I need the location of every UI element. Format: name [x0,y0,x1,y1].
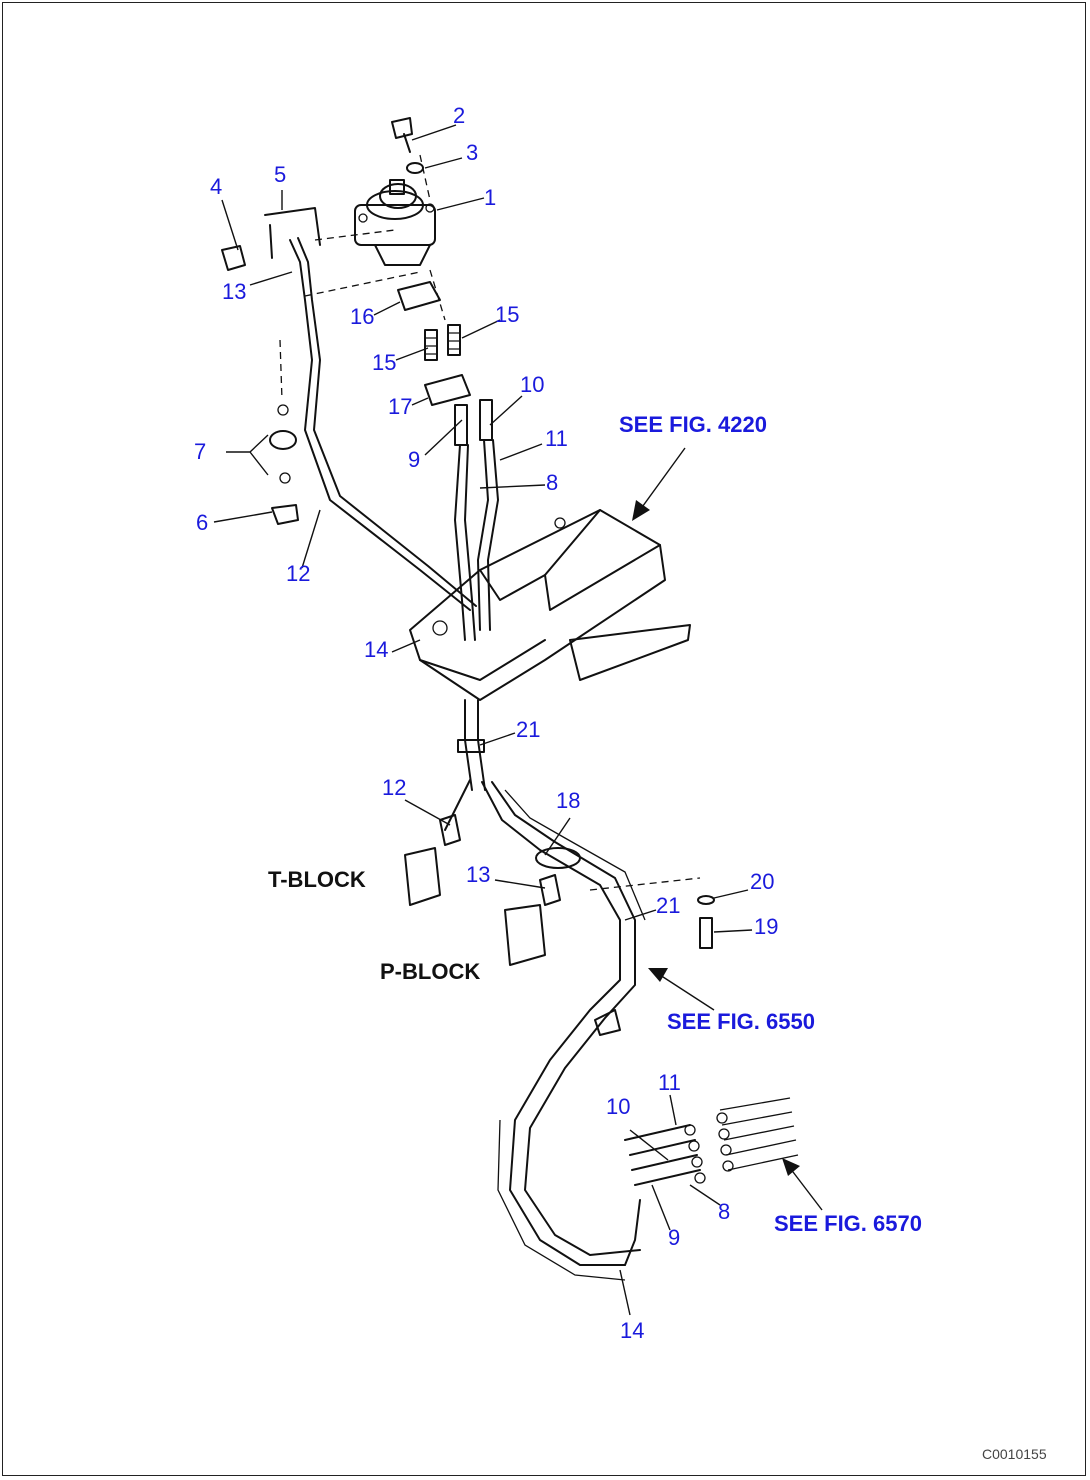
callout-6: 6 [196,510,208,535]
plug [271,504,299,525]
nipple [269,430,297,450]
hose-bundle-lower [439,699,706,1281]
washer-20 [697,895,715,905]
leader-lines [213,124,753,1316]
callout-21-top: 21 [516,717,540,742]
callout-9-top: 9 [408,447,420,472]
callout-10-bottom: 10 [606,1094,630,1119]
callout-10-top: 10 [520,372,544,397]
p-block-part [504,904,546,966]
callout-3: 3 [466,140,478,165]
callout-19: 19 [754,914,778,939]
plate-16 [397,281,441,311]
callout-5: 5 [274,162,286,187]
t-block-part [404,847,441,906]
callouts: 2 3 1 4 5 13 16 15 15 17 10 9 11 8 7 6 1… [194,103,778,1343]
callout-14-bottom: 14 [620,1318,644,1343]
callout-4: 4 [210,174,222,199]
bolt-19 [699,917,713,949]
fittings-15 [424,324,461,361]
callout-7: 7 [194,439,206,464]
console-box [409,509,691,701]
p-block-label: P-BLOCK [380,959,480,984]
callout-2: 2 [453,103,465,128]
bracket-left [269,224,273,259]
callout-14-top: 14 [364,637,388,662]
callout-11-bottom: 11 [658,1070,681,1095]
callout-9-bottom: 9 [668,1225,680,1250]
callout-18: 18 [556,788,580,813]
callout-16: 16 [350,304,374,329]
callout-21-bottom: 21 [656,893,680,918]
callout-20: 20 [750,869,774,894]
callout-15-right: 15 [495,302,519,327]
bracket-outline [264,207,321,246]
hose-bundle-upper [454,399,499,641]
plate-17 [424,374,471,406]
callout-8-bottom: 8 [718,1199,730,1224]
ref-fig-4220: SEE FIG. 4220 [619,412,767,437]
reference-arrows [632,447,823,1211]
callout-12-bottom: 12 [382,775,406,800]
callout-1: 1 [484,185,496,210]
figure-id: C0010155 [982,1446,1047,1462]
clamp [221,245,246,271]
callout-17: 17 [388,394,412,419]
callout-8-top: 8 [546,470,558,495]
washer [406,162,424,174]
ref-fig-6550: SEE FIG. 6550 [667,1009,815,1034]
hose-13 [289,239,471,611]
bolt [391,117,413,153]
callout-13-bottom: 13 [466,862,490,887]
callout-12-top: 12 [286,561,310,586]
callout-15-left: 15 [372,350,396,375]
pilot-valve [354,179,436,266]
callout-11-top: 11 [545,426,568,451]
t-block-label: T-BLOCK [268,867,366,892]
ref-fig-6570: SEE FIG. 6570 [774,1211,922,1236]
callout-13-top: 13 [222,279,246,304]
fittings-6570 [716,1097,799,1172]
